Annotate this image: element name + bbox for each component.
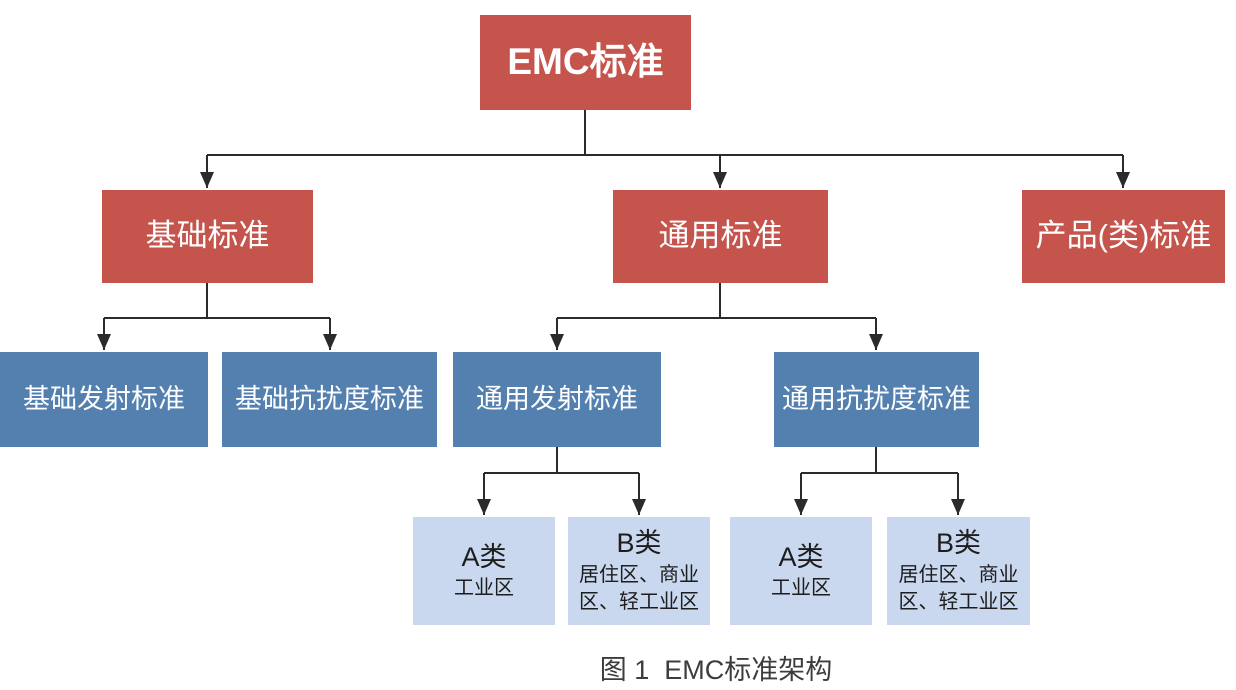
- node-immunity-class-b: B类 居住区、商业区、轻工业区: [887, 517, 1030, 625]
- class-a-subtitle: 工业区: [771, 577, 831, 600]
- node-emission-class-b: B类 居住区、商业区、轻工业区: [568, 517, 710, 625]
- node-basic-immunity-standard: 基础抗扰度标准: [222, 352, 437, 447]
- class-a-subtitle: 工业区: [454, 577, 514, 600]
- connector-emission-class-bus: [484, 447, 639, 474]
- connector-basic-bus: [104, 283, 330, 319]
- class-a-title: A类: [461, 541, 507, 572]
- connector-immunity-class-bus: [801, 447, 958, 474]
- connector-generic-bus: [557, 283, 876, 319]
- node-product-standard: 产品(类)标准: [1022, 190, 1225, 283]
- node-generic-immunity-standard: 通用抗扰度标准: [774, 352, 979, 447]
- node-basic-emission-standard: 基础发射标准: [0, 352, 208, 447]
- connector-root-bus: [207, 110, 1123, 156]
- node-emission-class-a: A类 工业区: [413, 517, 555, 625]
- class-b-subtitle: 居住区、商业区、轻工业区: [898, 563, 1019, 613]
- node-emc-standard: EMC标准: [480, 15, 691, 110]
- node-basic-standard: 基础标准: [102, 190, 313, 283]
- figure-caption: 图 1 EMC标准架构: [599, 655, 833, 685]
- node-generic-emission-standard: 通用发射标准: [453, 352, 661, 447]
- class-a-title: A类: [778, 541, 824, 572]
- node-immunity-class-a: A类 工业区: [730, 517, 872, 625]
- class-b-title: B类: [616, 528, 662, 559]
- class-b-title: B类: [935, 528, 981, 559]
- node-generic-standard: 通用标准: [613, 190, 828, 283]
- class-b-subtitle: 居住区、商业区、轻工业区: [579, 563, 699, 613]
